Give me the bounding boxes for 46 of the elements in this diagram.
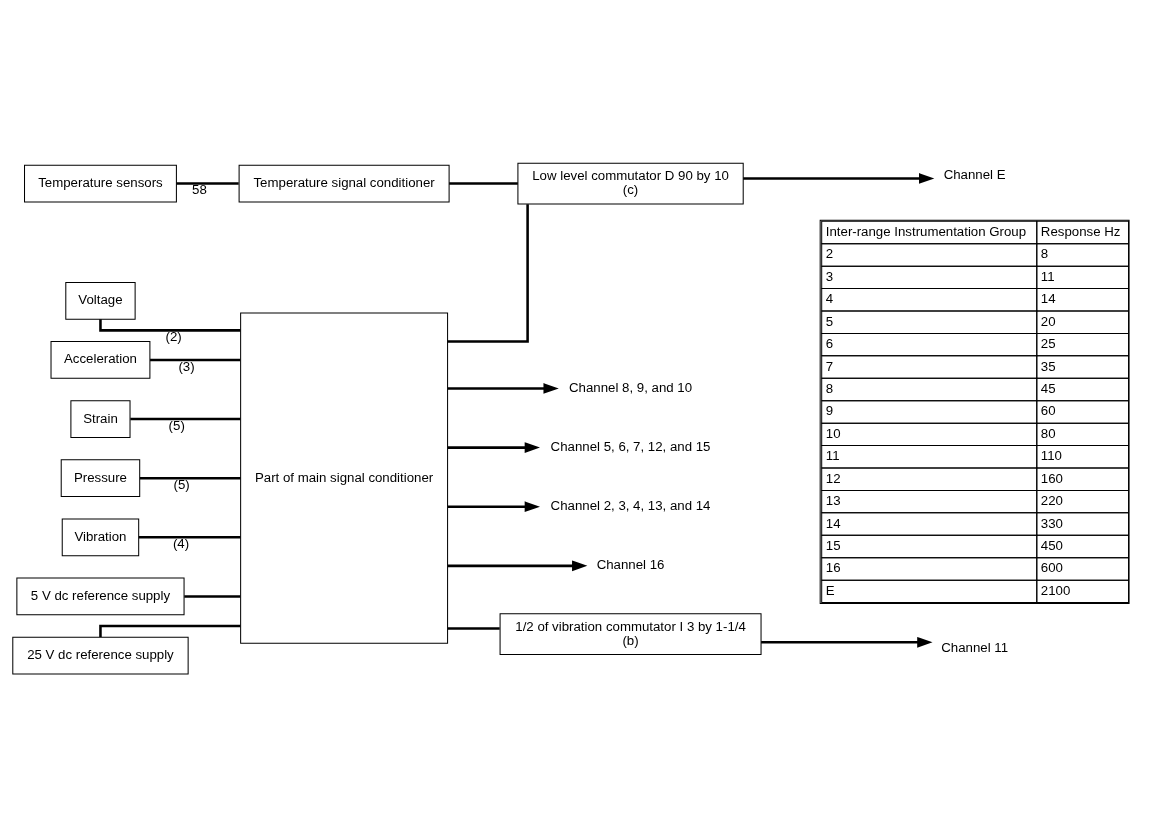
label: 25 [1040, 335, 1056, 351]
label: 2 [825, 245, 834, 261]
label: 20 [1040, 313, 1056, 329]
node-text: Channel 11 [941, 639, 1009, 655]
label: 14 [825, 515, 841, 531]
label: 4 [825, 290, 834, 306]
label: 7 [825, 358, 834, 374]
label: 11 [825, 447, 840, 463]
label: 45 [1040, 380, 1056, 396]
label: Response Hz [1040, 223, 1121, 239]
label: 220 [1040, 492, 1063, 508]
label: 35 [1040, 358, 1056, 374]
label: 160 [1040, 470, 1063, 486]
label: 3 [825, 268, 834, 284]
node-text: Channel E [943, 166, 1006, 182]
label: 6 [825, 335, 834, 351]
edge-label: (4) [172, 535, 190, 551]
edge-label: (2) [165, 328, 182, 344]
label: 450 [1040, 537, 1063, 553]
label: 330 [1040, 515, 1063, 531]
label: 2100 [1040, 582, 1071, 598]
label: 8 [825, 380, 834, 396]
node-text: Channel 2, 3, 4, 13, and 14 [550, 497, 711, 513]
label: 5 [825, 313, 834, 329]
label: Inter-range Instrumentation Group [825, 223, 1027, 239]
label: 13 [825, 492, 841, 508]
label: 10 [825, 425, 841, 441]
label: 15 [825, 537, 841, 553]
label: 8 [1040, 245, 1049, 261]
edge-label: 58 [192, 181, 207, 197]
label: 14 [1040, 290, 1056, 306]
label: E [825, 582, 835, 598]
edge-label: (5) [173, 476, 190, 492]
label: 600 [1040, 559, 1063, 575]
label: 11 [1040, 268, 1055, 284]
label: 16 [825, 559, 841, 575]
node-text: Channel 8, 9, and 10 [569, 379, 693, 395]
node-text: Channel 5, 6, 7, 12, and 15 [550, 438, 711, 454]
label: 80 [1040, 425, 1056, 441]
edge-label: (5) [168, 417, 185, 433]
label: 60 [1040, 402, 1056, 418]
label: 12 [825, 470, 841, 486]
edge-label: (3) [178, 358, 195, 374]
node-text: Channel 16 [596, 556, 665, 572]
label: 9 [825, 402, 834, 418]
label: 110 [1040, 447, 1062, 463]
